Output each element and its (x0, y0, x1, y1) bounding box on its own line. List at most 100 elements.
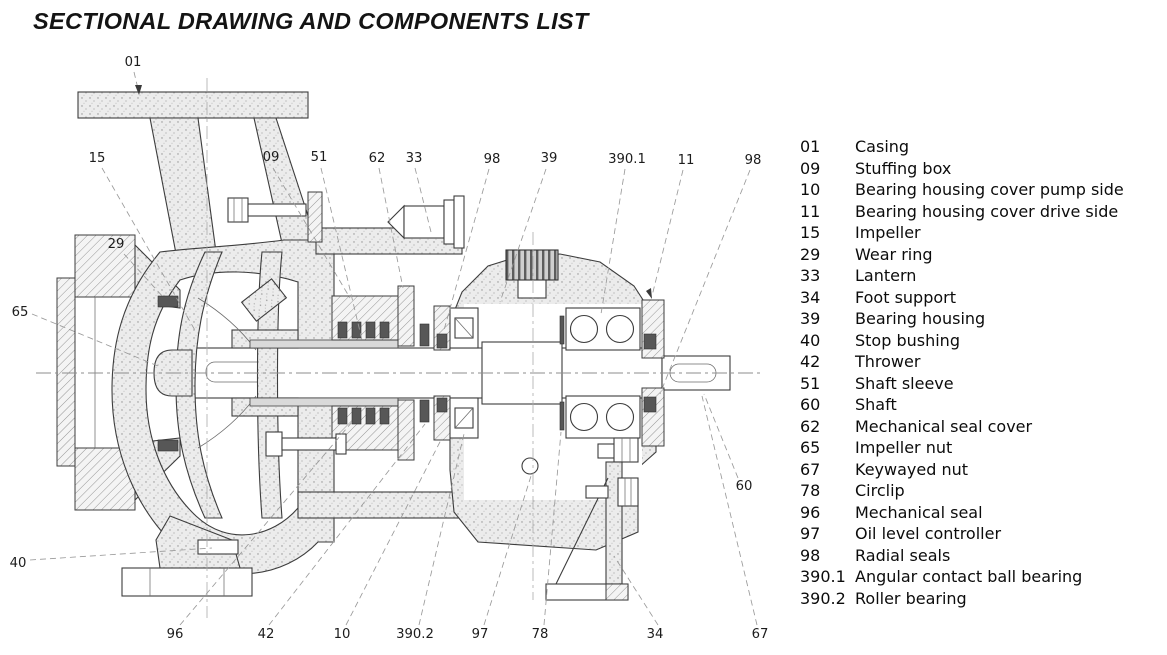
part-name: Roller bearing (855, 588, 967, 608)
part-name: Mechanical seal (855, 502, 983, 522)
callout-62: 62 (369, 151, 386, 166)
circlip-top (559, 315, 565, 345)
leader-67 (701, 395, 758, 626)
part-name: Casing (855, 137, 910, 156)
seal-cover-bottom (397, 399, 415, 461)
leader-39 (499, 168, 547, 303)
part-no: 34 (800, 287, 821, 307)
leader-65 (31, 313, 159, 367)
leader-390-2 (418, 433, 465, 626)
leader-01 (133, 71, 140, 94)
part-no: 390.2 (800, 588, 846, 608)
leader-33 (414, 167, 432, 233)
callout-29: 29 (108, 237, 125, 252)
shaft-sleeve-top (249, 339, 399, 349)
part-name: Shaft (855, 395, 897, 414)
radial-seal-drive-side (643, 333, 657, 350)
seal-cover-top (397, 285, 415, 347)
fasteners (227, 191, 465, 457)
part-no: 10 (800, 180, 821, 199)
oil-sight-glass (521, 457, 539, 475)
part-name: Oil level controller (855, 524, 1002, 543)
callout-33: 33 (406, 151, 423, 166)
page-title: SECTIONAL DRAWING AND COMPONENTS LIST (33, 8, 589, 34)
part-no: 65 (800, 438, 821, 457)
leader-78 (543, 431, 562, 626)
leader-390-1 (600, 168, 626, 315)
circlip-bottom (559, 401, 565, 431)
leader-15 (101, 167, 197, 333)
lantern-bolt (403, 205, 445, 239)
callout-42: 42 (258, 627, 275, 642)
part-row: 98 Radial seals (800, 546, 1166, 568)
callout-97: 97 (472, 627, 489, 642)
part-name: Shaft sleeve (855, 373, 954, 393)
leader-98-drive (659, 169, 751, 395)
part-name: Stop bushing (855, 330, 960, 350)
casing-foot (121, 567, 253, 597)
thrower-bottom (419, 399, 430, 423)
part-no: 42 (800, 352, 821, 371)
leader-09 (272, 167, 351, 299)
oil-fittings (505, 249, 639, 475)
part-no: 33 (800, 266, 821, 285)
callout-390-1: 390.1 (608, 152, 646, 167)
part-no: 78 (800, 481, 821, 500)
part-name: Wear ring (855, 244, 933, 264)
foot-bolt (617, 477, 639, 507)
leader-96 (179, 421, 353, 626)
leader-10 (345, 437, 443, 626)
part-name: Circlip (855, 481, 905, 500)
part-no: 67 (800, 459, 821, 479)
leader-40 (29, 547, 213, 561)
foot-support-shape (545, 461, 639, 601)
part-no: 39 (800, 309, 821, 328)
casing-shape (77, 91, 471, 597)
pump-sectional-drawing: 01 15 29 09 51 62 33 98 39 390.1 11 98 6… (10, 55, 769, 642)
callout-10: 10 (334, 627, 351, 642)
callout-390-2: 390.2 (396, 627, 434, 642)
part-row: 67 Keywayed nut (800, 460, 1166, 482)
wear-ring-top (157, 295, 179, 308)
part-no: 98 (800, 545, 821, 565)
stop-bushing-shape (197, 539, 239, 555)
part-name: Stuffing box (855, 158, 952, 178)
callout-98-b: 98 (745, 153, 762, 168)
part-no: 09 (800, 158, 821, 178)
part-name: Bearing housing cover pump side (855, 180, 1124, 199)
callout-65: 65 (12, 305, 29, 320)
part-name: Impeller nut (855, 438, 953, 457)
callout-51: 51 (311, 150, 328, 165)
part-name: Angular contact ball bearing (855, 567, 1083, 586)
part-row: 09 Stuffing box (800, 159, 1166, 181)
part-row: 42 Thrower (800, 352, 1166, 374)
part-row: 96 Mechanical seal (800, 503, 1166, 525)
leader-62 (378, 167, 404, 289)
part-name: Radial seals (855, 545, 951, 565)
bearing-area (433, 299, 665, 447)
callout-34: 34 (647, 627, 664, 642)
part-name: Thrower (855, 352, 921, 371)
oil-filler-cap (505, 249, 559, 281)
part-name: Bearing housing (855, 309, 986, 328)
leader-97 (483, 475, 532, 626)
part-name: Keywayed nut (855, 459, 969, 479)
radial-seal-pump-side (436, 333, 448, 349)
part-no: 96 (800, 502, 821, 522)
part-no: 29 (800, 244, 821, 264)
part-row: 78 Circlip (800, 481, 1166, 503)
part-row: 390.2 Roller bearing (800, 589, 1166, 611)
part-row: 29 Wear ring (800, 245, 1166, 267)
part-name: Lantern (855, 266, 917, 285)
thrower-top (419, 323, 430, 347)
